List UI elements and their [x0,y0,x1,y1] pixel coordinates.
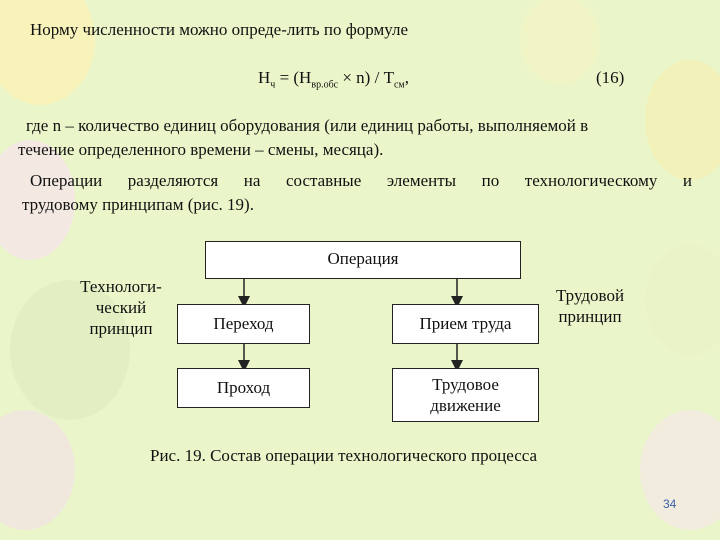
prohod-box: Проход [177,368,310,408]
dvizhenie-line-1: Трудовое [432,375,499,394]
tech-line-3: принцип [89,319,153,338]
perehod-box: Переход [177,304,310,344]
tech-line-1: Технологи- [80,277,162,296]
dvizhenie-line-2: движение [430,396,501,415]
intro-text: Норму численности можно опреде-лить по ф… [30,20,409,39]
labor-principle-label: Трудовой принцип [540,285,640,327]
operations-line-1: Операции разделяются на составные элемен… [30,171,692,190]
formula-sub2: см [393,79,405,91]
formula-lhs-sub: ч [270,79,276,91]
formula-eq: = (Н [275,68,312,87]
operations-line-2: трудовому принципам (рис. 19). [22,195,254,214]
formula-mid: × n) / Т [338,68,394,87]
figure-caption: Рис. 19. Состав операции технологическог… [150,446,538,465]
tech-line-2: ческий [95,298,147,317]
definition-line-1: где n – количество единиц оборудования (… [26,116,589,135]
operation-box: Операция [205,241,521,279]
formula-number: (16) [596,68,625,87]
labor-line-2: принцип [558,307,622,326]
page-number: 34 [663,497,677,511]
definition-line-2: течение определенного времени – смены, м… [18,140,384,159]
formula: Нч = (Нвр.обс × n) / Тсм, [258,68,409,90]
formula-sub1: вр.обс [311,79,339,91]
dvizhenie-box: Трудовое движение [392,368,539,422]
formula-lhs: Н [258,68,271,87]
priem-box: Прием труда [392,304,539,344]
formula-tail: , [404,68,409,87]
tech-principle-label: Технологи- ческий принцип [66,276,176,339]
labor-line-1: Трудовой [555,286,625,305]
